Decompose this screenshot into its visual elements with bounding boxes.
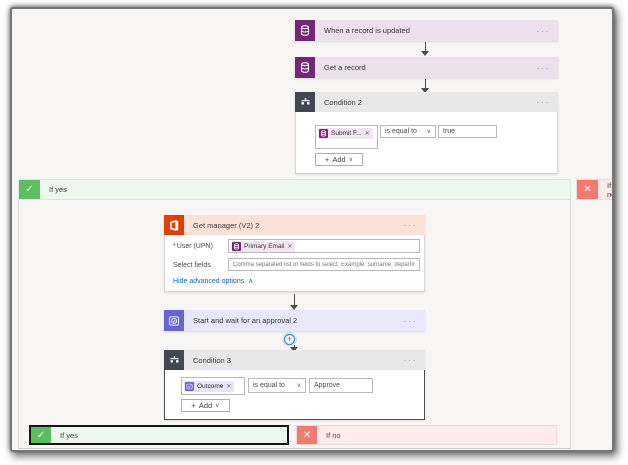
approval-title: Start and wait for an approval 2 [193,316,298,325]
flow-arrow [421,79,430,93]
check-icon: ✓ [19,180,40,199]
get-manager-card-header[interactable]: Get manager (V2) 2 ··· [164,215,425,235]
select-fields-label: Select fields [173,262,211,269]
condition2-add-button[interactable]: + Add ∨ [315,153,363,166]
condition3-value: Approve [314,382,341,389]
if-yes-branch-container [18,179,571,449]
remove-token-icon[interactable]: ✕ [364,131,370,137]
add-label: Add [332,155,346,164]
condition3-menu-button[interactable]: ··· [403,355,417,365]
plus-icon: + [191,401,196,410]
condition2-operand-field[interactable]: Submit F... ✕ [315,125,378,149]
condition3-add-button[interactable]: + Add ∨ [181,399,230,412]
condition3-card-header[interactable]: Condition 3 ··· [164,350,425,370]
if-yes-branch-header[interactable]: ✓ If yes [18,179,571,200]
operator-value: is equal to [385,128,417,135]
action-card-get-a-record[interactable]: Get a record ··· [295,57,558,78]
flow-arrow [421,42,430,56]
office365-icon [164,215,184,235]
primary-email-token[interactable]: Primary Email ✕ [231,240,296,252]
if-no-branch-header[interactable]: ✕ If no [576,179,612,200]
chevron-down-icon: ∨ [215,403,220,409]
get-manager-title: Get manager (V2) 2 [193,220,260,230]
condition2-operator-dropdown[interactable]: is equal to ∨ [380,125,436,138]
chevron-up-icon: ∧ [248,278,254,285]
dataverse-token-icon [232,241,241,251]
dataverse-icon [295,20,315,41]
flow-arrow [290,345,299,352]
condition2-menu-button[interactable]: ··· [536,97,550,107]
if-no-label: If no [326,430,341,440]
flow-designer-canvas: When a record is updated ··· Get a recor… [10,7,614,452]
x-icon: ✕ [577,180,598,199]
x-icon: ✕ [297,426,317,444]
condition3-operator-dropdown[interactable]: is equal to ∨ [248,378,306,393]
dataverse-token-icon [319,129,328,138]
token-label: Outcome [197,382,224,390]
dataverse-icon [295,57,315,78]
check-icon: ✓ [31,427,51,443]
remove-token-icon[interactable]: ✕ [226,383,232,390]
condition2-value: true [443,128,456,135]
approvals-token-icon [185,381,194,391]
insert-step-button[interactable]: + [284,334,295,345]
user-upn-label: *User (UPN) [173,243,213,250]
if-yes-branch-header-selected[interactable]: ✓ If yes [29,425,289,445]
if-no-branch-header-inner[interactable]: ✕ If no [296,425,557,445]
condition-icon [164,350,184,370]
condition3-operand-field[interactable]: Outcome ✕ [181,377,245,395]
condition-icon [295,92,315,112]
if-yes-label: If yes [49,185,67,194]
chevron-down-icon: ∨ [296,383,301,389]
action-menu-button[interactable]: ··· [536,62,550,73]
trigger-card-when-record-updated[interactable]: When a record is updated ··· [295,20,558,41]
if-yes-label: If yes [60,430,78,440]
hide-advanced-options-link[interactable]: Hide advanced options ∧ [173,278,254,285]
remove-token-icon[interactable]: ✕ [287,243,293,250]
approvals-icon [164,310,184,331]
plus-icon: + [286,334,293,344]
get-manager-menu-button[interactable]: ··· [403,220,417,230]
condition3-value-field[interactable]: Approve [309,378,373,393]
condition2-value-field[interactable]: true [438,125,497,138]
action-title: Get a record [324,63,366,72]
condition3-card-body: Outcome ✕ is equal to ∨ Approve + Add ∨ [164,370,425,420]
trigger-title: When a record is updated [324,26,410,35]
approval-card[interactable]: Start and wait for an approval 2 ··· [164,310,425,331]
select-fields-field[interactable] [228,258,420,271]
condition3-title: Condition 3 [193,355,231,365]
operator-value: is equal to [253,382,285,389]
user-upn-field[interactable]: Primary Email ✕ [228,239,420,253]
token-label: Primary Email [244,242,285,250]
condition3-operand-token[interactable]: Outcome ✕ [184,380,235,392]
condition2-operand-token[interactable]: Submit F... ✕ [318,128,373,139]
condition2-card-body: Submit F... ✕ is equal to ∨ true + Add ∨ [295,112,558,174]
chevron-down-icon: ∨ [348,157,354,163]
approval-menu-button[interactable]: ··· [403,315,417,326]
add-label: Add [198,401,213,410]
select-fields-input[interactable] [233,261,415,268]
chevron-down-icon: ∨ [426,129,431,135]
condition2-title: Condition 2 [324,97,362,107]
trigger-menu-button[interactable]: ··· [536,25,550,36]
plus-icon: + [324,155,330,164]
get-manager-card-body: *User (UPN) Primary Email ✕ Select field… [164,235,425,292]
token-label: Submit F... [331,130,362,137]
required-mark: * [173,243,176,250]
condition2-card-header[interactable]: Condition 2 ··· [295,92,558,112]
if-no-label: If no [607,180,612,199]
flow-arrow [290,294,299,310]
